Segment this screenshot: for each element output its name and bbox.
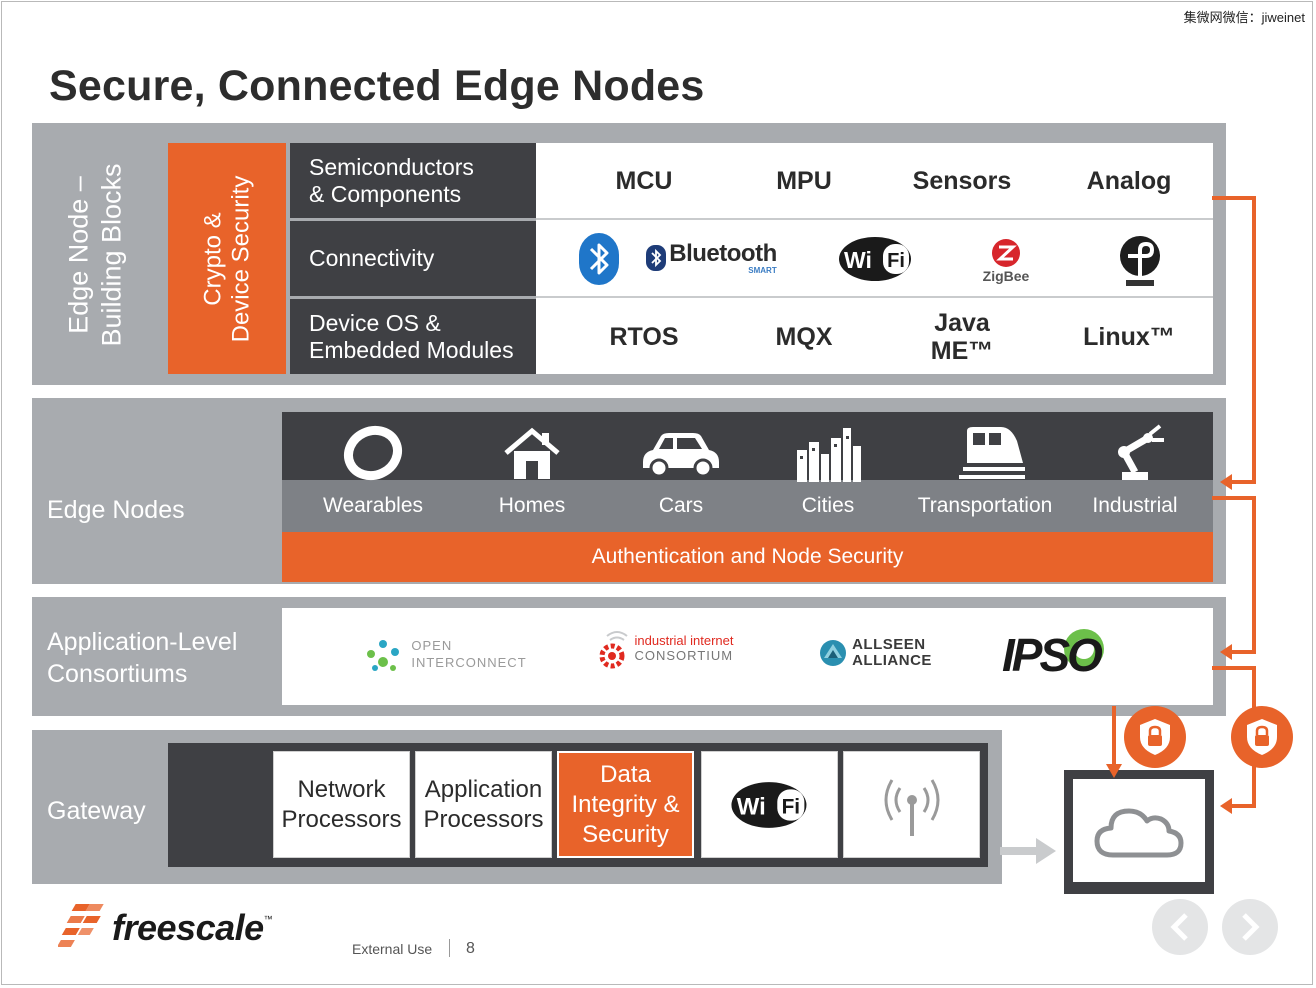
row-label-text: Connectivity — [309, 245, 435, 271]
page-number: 8 — [466, 940, 475, 957]
gateway-wifi-box: Wi Fi — [701, 751, 838, 858]
cloud-icon — [1094, 808, 1184, 857]
wifi-logo: Wi Fi — [836, 234, 916, 284]
edge-nodes-label: Edge Nodes — [47, 496, 185, 524]
industrial-internet-line1: industrial internet — [634, 633, 734, 648]
item-analog: Analog — [1086, 166, 1172, 195]
gateway-antenna-box — [843, 751, 980, 858]
row-label-text: Device OS &Embedded Modules — [309, 309, 514, 363]
chevron-right-icon — [1242, 913, 1260, 941]
classification-label: External Use — [352, 941, 433, 957]
ipso-wordmark: IPSO — [1002, 629, 1103, 681]
zigbee-wordmark: ZigBee — [982, 268, 1030, 284]
next-slide-button[interactable] — [1222, 899, 1278, 955]
slide-title: Secure, Connected Edge Nodes — [49, 62, 705, 110]
zigbee-logo: ZigBee — [972, 232, 1040, 290]
edge-node-cities: Cities — [801, 494, 855, 517]
antenna-icon — [884, 778, 939, 836]
gateway-label: Gateway — [47, 797, 146, 825]
allseen-line1: ALLSEEN — [852, 636, 926, 653]
allseen-line2: ALLIANCE — [852, 652, 932, 669]
freescale-mark-icon — [58, 904, 104, 947]
bluetooth-smart-sub: SMART — [748, 265, 777, 275]
svg-text:Fi: Fi — [887, 250, 905, 272]
edge-node-homes: Homes — [498, 494, 566, 517]
home-icon — [492, 420, 572, 486]
shield-lock-icon — [1140, 719, 1170, 755]
bluetooth-smart-logo: Bluetooth SMART — [644, 232, 779, 284]
car-icon — [636, 420, 726, 486]
crypto-device-security: Crypto &Device Security — [168, 143, 286, 374]
chevron-left-icon — [1170, 913, 1188, 941]
shield-lock-icon — [1247, 719, 1277, 755]
city-icon — [788, 420, 868, 486]
allseen-alliance-logo: ALLSEEN ALLIANCE — [810, 628, 940, 678]
bluetooth-icon — [574, 228, 624, 290]
wearable-band-icon — [333, 420, 413, 486]
item-mpu: MPU — [776, 166, 832, 195]
row-divider — [536, 218, 1213, 220]
item-rtos: RTOS — [609, 322, 679, 351]
edge-node-wearables: Wearables — [323, 494, 423, 517]
edge-icons-strip — [282, 412, 1213, 480]
cloud-box-inner — [1073, 779, 1205, 882]
freescale-logo: freescale ™ — [58, 898, 298, 958]
open-interconnect-line1: OPEN — [411, 638, 453, 653]
edge-node-industrial: Industrial — [1092, 494, 1178, 517]
edge-labels-strip — [282, 480, 1213, 532]
svg-text:Wi: Wi — [736, 793, 765, 820]
thread-logo — [1112, 232, 1168, 290]
ipso-alliance-logo: IPSO — [996, 620, 1116, 686]
train-icon — [952, 420, 1032, 486]
item-mcu: MCU — [615, 166, 673, 195]
industrial-internet-logo: industrial internet CONSORTIUM — [590, 618, 740, 678]
gateway-to-cloud-arrow — [1000, 838, 1056, 864]
crypto-label-text: Crypto &Device Security — [199, 175, 255, 342]
watermark: 集微网微信：jiweinet — [1183, 10, 1305, 25]
security-connector-arrows — [1106, 196, 1256, 814]
svg-text:Wi: Wi — [844, 247, 872, 273]
footer-divider — [449, 939, 450, 957]
consortiums-logos-panel — [282, 608, 1213, 705]
row-label-semiconductors: Semiconductors& Components — [290, 143, 536, 218]
item-mqx: MQX — [775, 322, 833, 351]
shield-lock-badge — [1124, 706, 1186, 768]
row-label-text: Semiconductors& Components — [309, 153, 474, 207]
open-interconnect-logo: OPEN INTERCONNECT — [360, 624, 530, 684]
wifi-logo: Wi Fi — [730, 781, 806, 828]
svg-text:Fi: Fi — [781, 795, 800, 818]
open-interconnect-line2: INTERCONNECT — [411, 655, 527, 670]
robot-arm-icon — [1096, 420, 1176, 486]
edge-node-transportation: Transportation — [917, 494, 1053, 517]
row-label-device-os: Device OS &Embedded Modules — [290, 299, 536, 374]
building-blocks-label: Edge Node –Building Blocks — [56, 140, 136, 370]
building-blocks-label-text: Edge Node –Building Blocks — [64, 163, 127, 347]
item-sensors: Sensors — [912, 166, 1012, 195]
row-divider — [536, 296, 1213, 298]
bluetooth-wordmark: Bluetooth — [669, 239, 777, 267]
edge-node-cars: Cars — [658, 494, 704, 517]
authentication-node-security-bar: Authentication and Node Security — [282, 532, 1213, 582]
freescale-tm: ™ — [263, 914, 273, 924]
shield-lock-badge — [1231, 706, 1293, 768]
industrial-internet-line2: CONSORTIUM — [634, 648, 734, 663]
freescale-wordmark: freescale — [112, 907, 264, 948]
item-linux: Linux™ — [1083, 322, 1175, 351]
row-label-connectivity: Connectivity — [290, 221, 536, 296]
prev-slide-button[interactable] — [1152, 899, 1208, 955]
